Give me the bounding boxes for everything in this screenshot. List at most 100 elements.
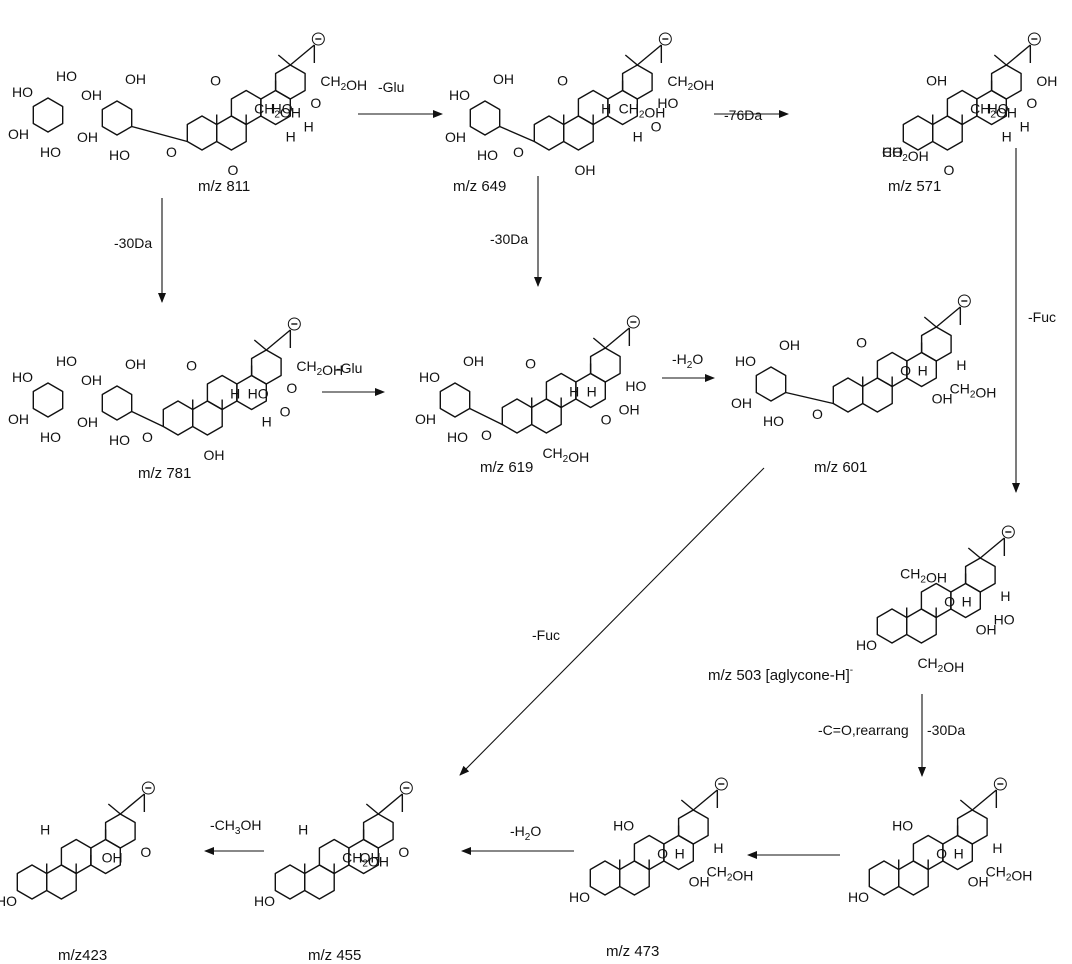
ring-a [832,377,864,413]
group-o: O [944,594,955,610]
ring-a [868,860,900,896]
anion-bond [289,44,315,66]
group-ho: HO [12,84,33,100]
group-h: H [962,594,972,610]
group-oh: OH [125,356,146,372]
group-ho: HO [625,378,646,394]
group-choh: CH2OH [320,73,367,93]
group-choh: CH2OH [296,358,343,378]
ring-b [906,608,937,644]
sugar-ring-0 [32,382,64,418]
glycosidic-bond [499,125,535,143]
methyl-bond [680,799,694,811]
group-oh: OH [125,71,146,87]
sugar-ring-1 [101,100,133,136]
group-h: H [992,840,1002,856]
mz-571: m/z 571 [888,178,941,195]
group-h: H [304,119,314,135]
ring-e [274,64,306,100]
ring-a [533,115,565,151]
group-choh: CH2OH [667,73,714,93]
group-choh: CH2OH [707,864,754,884]
ring-a [162,400,194,436]
ring-e [920,326,952,362]
anion-bond [1005,44,1031,66]
ring-a [186,115,218,151]
ring-e [104,813,136,849]
group-oh: OH [574,162,595,178]
group-o: O [210,73,221,89]
ring-b [215,115,247,151]
group-h: H [918,363,928,379]
methyl-bond [967,547,981,559]
ring-b [46,864,77,900]
group-ho: HO [0,893,17,909]
group-oh: OH [77,414,98,430]
step-labels: -Glu -76Da -30Da -30Da -Fuc -Glu -H2O -F… [114,79,1056,843]
group-oh: OH [976,622,997,638]
ring-b [932,115,963,151]
group-oh: OH [779,337,800,353]
group-oh: OH [8,411,29,427]
group-h: H [954,846,964,862]
group-ho: HO [882,144,903,160]
ring-b [191,400,223,436]
sugar-ring-1 [101,385,133,421]
methyl-bond [592,337,606,349]
group-o: O [1026,95,1037,111]
group-h: H [633,129,643,145]
ring-e [964,557,996,593]
group-oh: OH [415,411,436,427]
mz-649: m/z 649 [453,178,506,195]
ring-e [362,813,394,849]
group-o: O [651,119,662,135]
group-ho: HO [447,429,468,445]
ring-a [589,860,621,896]
anion-bond [971,789,997,811]
group-o: O [286,380,297,396]
methyl-bond [624,54,638,66]
mz-811: m/z 811 [198,178,250,195]
group-o: O [601,412,612,428]
mz-labels: m/z 811 m/z 649 m/z 571 m/z 781 m/z 619 … [58,178,941,964]
glycosidic-bond [131,410,164,428]
group-choh: CH2OH [950,381,997,401]
sugar-ring-0 [469,100,501,136]
mz-473: m/z 473 [606,943,659,960]
glycosidic-bond [469,407,503,426]
group-oh: OH [77,129,98,145]
group-ho: HO [735,353,756,369]
step-glu-2: -Glu [336,360,362,376]
group-ho: HO [657,95,678,111]
arrow-601-to-455 [459,467,765,776]
group-oh: OH [619,402,640,418]
group-o: O [227,162,238,178]
group-ho: HO [254,893,275,909]
group-ho: HO [56,353,77,369]
group-ho: HO [40,429,61,445]
ring-b [619,860,650,896]
step-minus-h2o-top: -H2O [672,351,703,371]
step-co-rearrange: -C=O,rearrang [818,722,909,738]
ring-e [677,809,709,845]
group-oh: OH [360,850,381,866]
step-minus-ch3oh: -CH3OH [210,817,261,837]
glycosidic-bond [131,125,188,143]
mz-601: m/z 601 [814,459,867,476]
group-o: O [142,429,153,445]
group-ho: HO [109,147,130,163]
anion-bond [935,306,961,328]
ring-b [304,864,335,900]
group-choh: CH2OH [900,566,947,586]
ring-e [990,64,1022,100]
group-oh: OH [81,372,102,388]
group-ho: HO [248,386,269,402]
group-o: O [186,358,197,374]
group-oh: OH [8,126,29,142]
